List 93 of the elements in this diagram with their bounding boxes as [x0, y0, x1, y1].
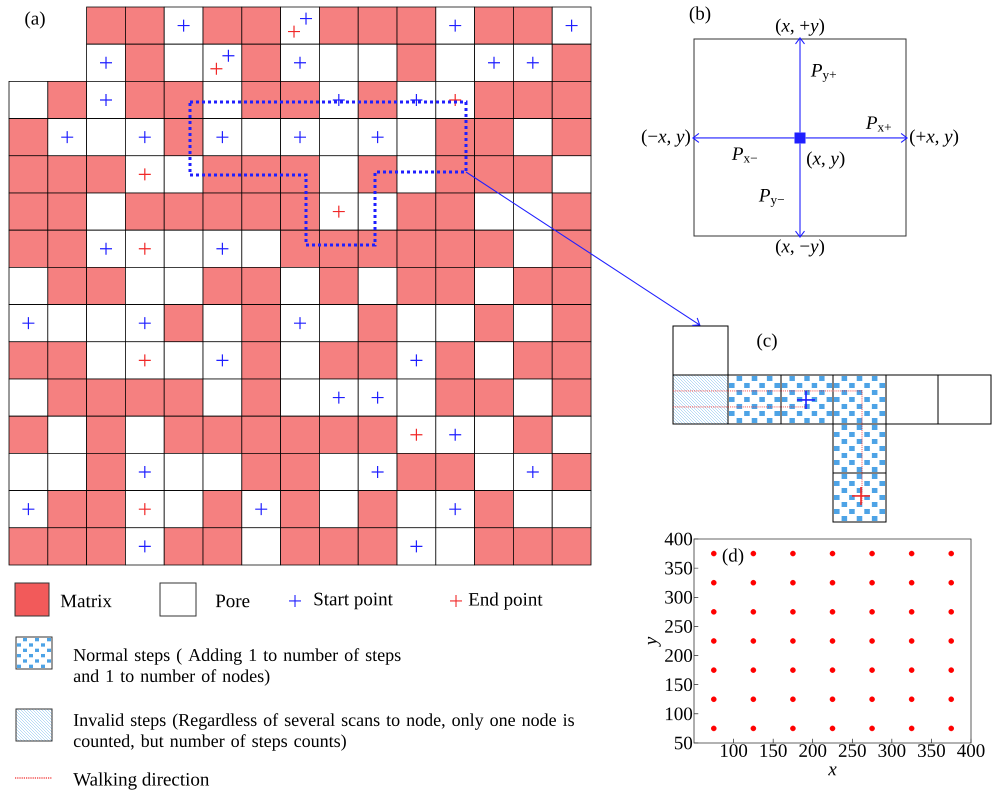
y-tick-label: 300 — [665, 590, 692, 604]
point — [869, 638, 875, 644]
x-tick-label: 400 — [957, 744, 985, 758]
legend-label: Walking direction — [73, 772, 210, 790]
point — [790, 580, 796, 586]
point — [710, 550, 717, 556]
point — [908, 638, 914, 644]
edge-label: P$_{y−}$ — [758, 189, 784, 207]
panel-label: (b) — [690, 6, 710, 24]
point — [830, 667, 836, 673]
arrow — [466, 172, 700, 326]
point — [710, 726, 717, 732]
point — [710, 580, 717, 586]
panel-label: (d) — [722, 548, 744, 566]
x-tick-label: 150 — [760, 744, 787, 758]
x-tick-label: 300 — [878, 744, 906, 758]
point — [948, 638, 954, 644]
arrow — [795, 144, 805, 238]
point — [948, 550, 954, 556]
point — [830, 580, 836, 586]
x-axis-title: x — [828, 766, 837, 776]
point — [790, 696, 796, 702]
point — [790, 667, 796, 673]
point — [948, 580, 954, 586]
point — [908, 580, 914, 586]
panel-label: (a) — [25, 11, 45, 29]
arrow — [795, 36, 805, 132]
coordinate-label: (x, +y) — [776, 18, 824, 36]
coordinate-label: (−x, y) — [642, 129, 690, 147]
point — [710, 609, 717, 615]
point — [869, 667, 875, 673]
point — [750, 667, 756, 673]
point — [790, 550, 796, 556]
legend-label: Matrix — [60, 594, 112, 608]
y-tick-label: 200 — [665, 649, 692, 662]
legend-label: Start point — [314, 592, 393, 610]
edge-label: P$_{y+}$ — [810, 64, 836, 82]
x-tick-label: 250 — [838, 744, 866, 758]
legend-label: Invalid steps (Regardless of several scans to node, only one node is counted, but number of steps counts) — [74, 713, 574, 751]
point — [869, 580, 875, 586]
point — [830, 726, 836, 732]
coordinate-label: (x, y) — [807, 151, 844, 169]
point — [908, 696, 914, 702]
arrow — [806, 133, 908, 143]
y-tick-label: 250 — [665, 620, 692, 633]
point — [750, 696, 756, 702]
arrow — [692, 133, 794, 143]
point — [710, 667, 717, 673]
point — [908, 667, 914, 673]
point — [750, 609, 756, 615]
x-tick-label: 350 — [918, 744, 945, 758]
point — [710, 696, 717, 702]
point — [908, 550, 914, 556]
point-square — [794, 132, 806, 144]
point — [869, 550, 875, 556]
edge-label: P$_{x+}$ — [866, 116, 891, 132]
point — [830, 638, 836, 644]
y-tick-label: 350 — [665, 562, 692, 575]
point — [869, 609, 875, 615]
x-tick-label: 100 — [720, 744, 748, 758]
point — [750, 726, 756, 732]
point — [948, 726, 954, 732]
point — [750, 550, 756, 556]
point — [908, 726, 914, 732]
coordinate-label: (+x, y) — [910, 129, 958, 147]
point — [830, 696, 836, 702]
legend-label: End point — [468, 592, 542, 610]
legend-label: Pore — [216, 594, 250, 608]
empty-cell — [672, 325, 728, 376]
point — [750, 638, 756, 644]
point — [750, 580, 756, 586]
point — [790, 609, 796, 615]
point — [948, 609, 954, 615]
y-tick-label: 100 — [666, 707, 692, 720]
coordinate-label: (x, −y) — [776, 239, 824, 256]
y-tick-label: 50 — [674, 736, 692, 750]
panel-label: (c) — [757, 333, 777, 351]
point — [908, 609, 914, 615]
point — [790, 638, 796, 644]
x-tick-label: 200 — [799, 744, 826, 758]
legend-label: Normal steps ( Adding 1 to number of steps and 1 to number of nodes) — [74, 648, 401, 686]
point — [869, 726, 875, 732]
point — [790, 726, 796, 732]
y-tick-label: 400 — [664, 532, 692, 546]
point — [948, 667, 954, 673]
point — [869, 696, 875, 702]
point — [830, 609, 836, 615]
point — [948, 696, 954, 702]
y-tick-label: 150 — [666, 678, 692, 692]
point — [710, 638, 717, 644]
edge-label: P$_{x−}$ — [732, 147, 757, 162]
y-axis-title: y — [648, 636, 661, 647]
point — [830, 550, 836, 556]
